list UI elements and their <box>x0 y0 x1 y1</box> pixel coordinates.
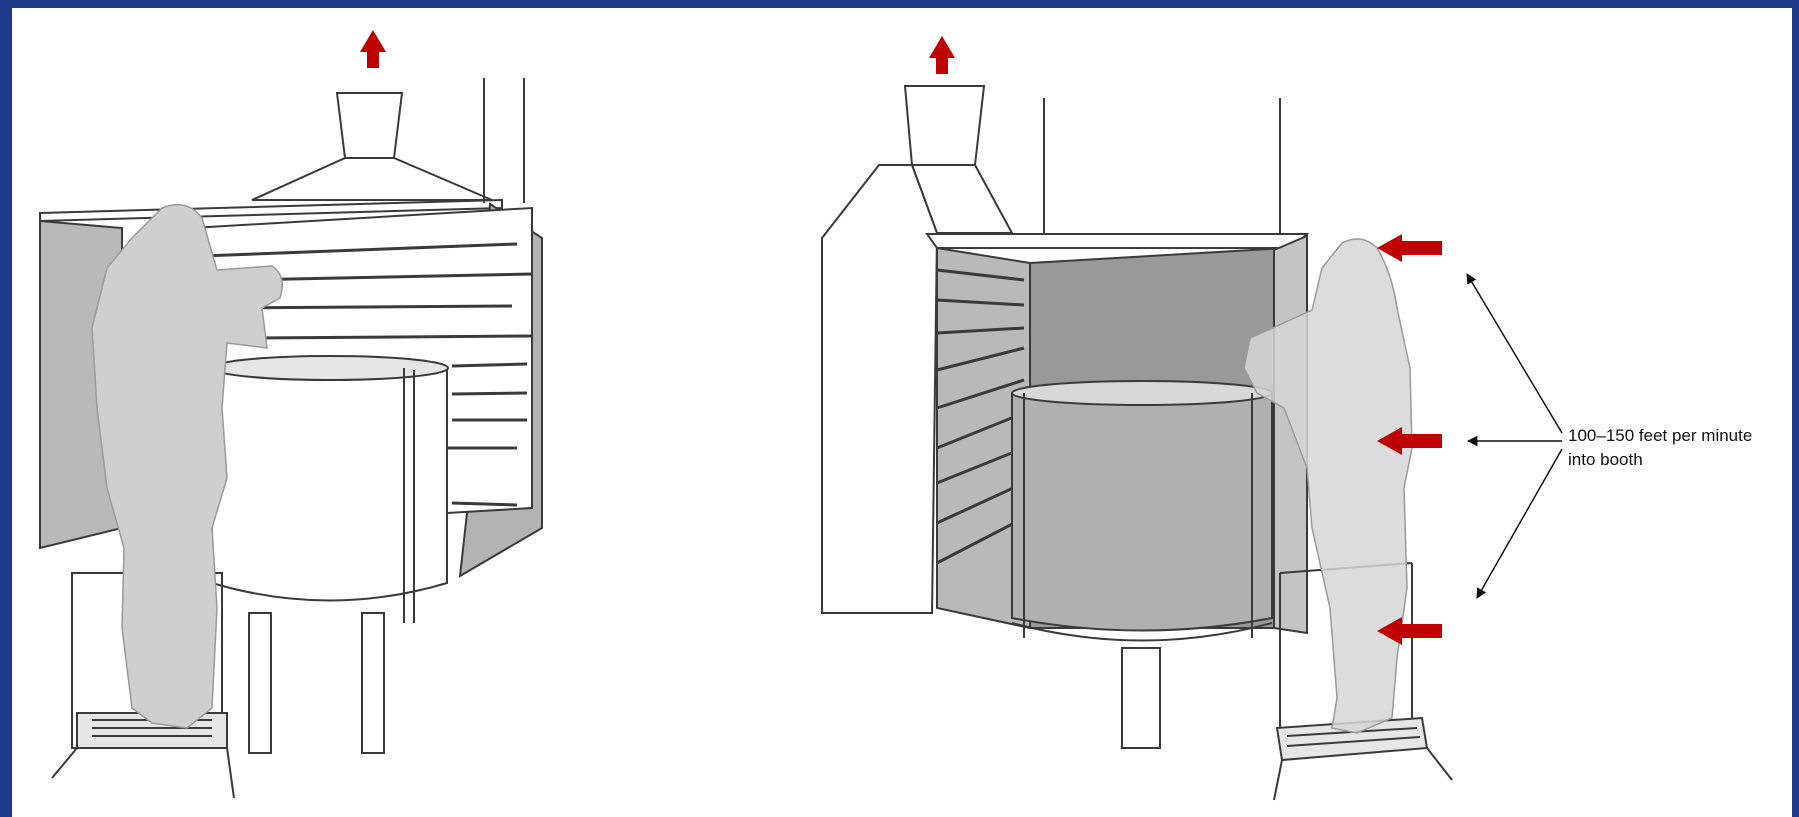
up-arrow-icon <box>360 30 386 68</box>
right-exhaust-stack <box>903 85 986 166</box>
diagram-frame: 100–150 feet per minute into booth <box>12 8 1792 817</box>
airflow-rate-label: 100–150 feet per minute <box>1568 426 1753 445</box>
left-overhead-hood-scene <box>39 78 543 799</box>
intake-arrows <box>1377 234 1442 645</box>
left-arrow-icon <box>1377 617 1442 645</box>
left-arrow-icon <box>1377 234 1442 262</box>
airflow-rate-sublabel: into booth <box>1568 450 1643 469</box>
up-arrow-icon <box>929 36 955 74</box>
booth-roof <box>925 233 1310 249</box>
left-exhaust-stack <box>335 92 404 159</box>
left-worker-silhouette <box>91 203 283 729</box>
right-worker-silhouette <box>1243 238 1413 734</box>
left-tank <box>211 355 449 754</box>
left-hood-cone <box>251 157 493 201</box>
right-tank <box>1011 380 1273 749</box>
left-arrow-icon <box>1377 427 1442 455</box>
right-enclosed-booth-scene <box>821 85 1453 801</box>
ventilation-diagram <box>39 30 1563 801</box>
right-drying-racks <box>936 268 1025 565</box>
left-drying-racks <box>201 242 533 507</box>
annotation-leader-arrows <box>1466 273 1563 599</box>
